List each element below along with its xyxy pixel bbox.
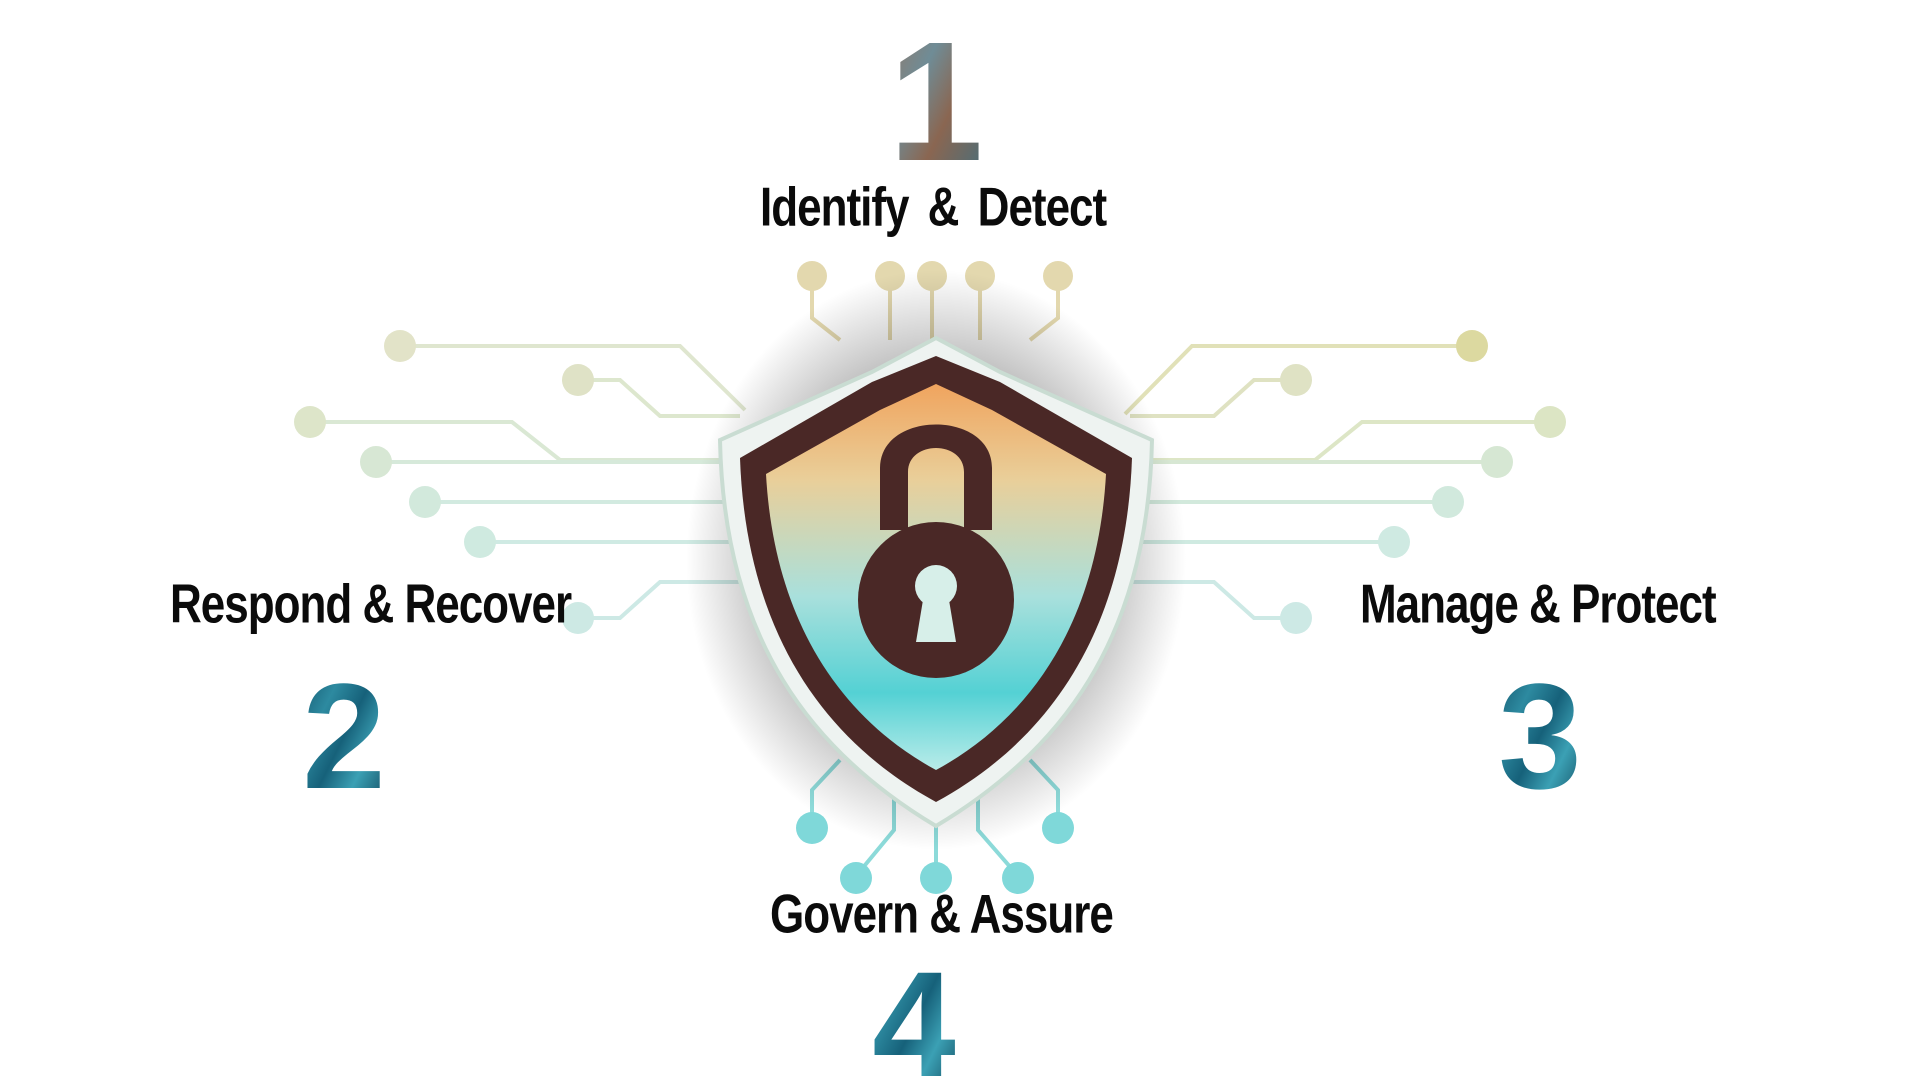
circuit-node (1002, 862, 1034, 894)
circuit-node (384, 330, 416, 362)
numeral-1: 1 (889, 7, 984, 197)
step-label-manage-protect: Manage & Protect (1360, 573, 1717, 635)
step-number: 4 (872, 940, 955, 1080)
circuit-node (1378, 526, 1410, 558)
circuit-node (409, 486, 441, 518)
circuit-left-nodes (294, 330, 594, 634)
circuit-node (360, 446, 392, 478)
circuit-node (1456, 330, 1488, 362)
step-number: 1 (889, 7, 984, 197)
circuit-node (562, 364, 594, 396)
step-label-identify-detect: Identify & Detect (760, 176, 1107, 238)
circuit-node (562, 602, 594, 634)
circuit-right-nodes (1280, 330, 1566, 634)
circuit-node (1534, 406, 1566, 438)
circuit-node (294, 406, 326, 438)
circuit-node (1043, 261, 1073, 291)
circuit-node (464, 526, 496, 558)
circuit-node (1280, 364, 1312, 396)
step-number: 3 (1498, 652, 1581, 820)
circuit-node (1481, 446, 1513, 478)
circuit-node (797, 261, 827, 291)
numeral-2: 2 (302, 652, 385, 820)
circuit-node (1280, 602, 1312, 634)
circuit-node (840, 862, 872, 894)
padlock-icon (858, 424, 1014, 678)
numeral-4: 4 (872, 940, 955, 1080)
circuit-node (796, 812, 828, 844)
circuit-node (920, 862, 952, 894)
circuit-bottom-nodes (796, 812, 1074, 894)
step-number: 2 (302, 652, 385, 820)
circuit-node (1042, 812, 1074, 844)
step-label-respond-recover: Respond & Recover (170, 573, 572, 635)
numeral-3: 3 (1498, 652, 1581, 820)
circuit-node (1432, 486, 1464, 518)
step-label-govern-assure: Govern & Assure (770, 883, 1114, 945)
